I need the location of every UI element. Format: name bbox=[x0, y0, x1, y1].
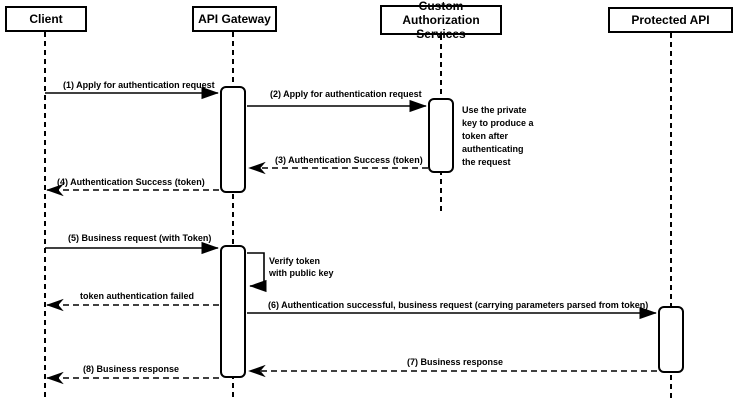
participant-custom-auth: Custom Authorization Services bbox=[380, 0, 502, 41]
participant-api-gateway-label: API Gateway bbox=[198, 12, 271, 26]
message-label-7: (7) Business response bbox=[407, 357, 504, 367]
participant-protected-api: Protected API bbox=[608, 7, 733, 33]
activation-bar-api-gateway-2 bbox=[220, 245, 246, 378]
message-label-1: (1) Apply for authentication request bbox=[63, 80, 215, 90]
activation-bar-api-gateway-1 bbox=[220, 86, 246, 193]
message-label-5: (5) Business request (with Token) bbox=[68, 233, 212, 243]
message-label-token-failed: token authentication failed bbox=[80, 291, 195, 301]
participant-client: Client bbox=[5, 6, 87, 32]
self-message-loop bbox=[247, 252, 267, 293]
note-use-private-key: Use the private key to produce a token a… bbox=[462, 105, 534, 167]
message-label-3: (3) Authentication Success (token) bbox=[275, 155, 423, 165]
self-message-label: Verify token with public key bbox=[269, 256, 334, 278]
message-label-4: (4) Authentication Success (token) bbox=[57, 177, 205, 187]
message-label-2: (2) Apply for authentication request bbox=[270, 89, 422, 99]
message-label-6: (6) Authentication successful, business … bbox=[268, 300, 649, 310]
participant-api-gateway: API Gateway bbox=[192, 6, 277, 32]
participant-client-label: Client bbox=[29, 12, 63, 26]
message-label-8: (8) Business response bbox=[83, 364, 180, 374]
activation-bar-protected-api bbox=[658, 306, 684, 373]
participant-custom-auth-label: Custom Authorization Services bbox=[402, 0, 480, 41]
participant-protected-api-label: Protected API bbox=[631, 13, 710, 27]
activation-bar-custom-auth bbox=[428, 98, 454, 173]
